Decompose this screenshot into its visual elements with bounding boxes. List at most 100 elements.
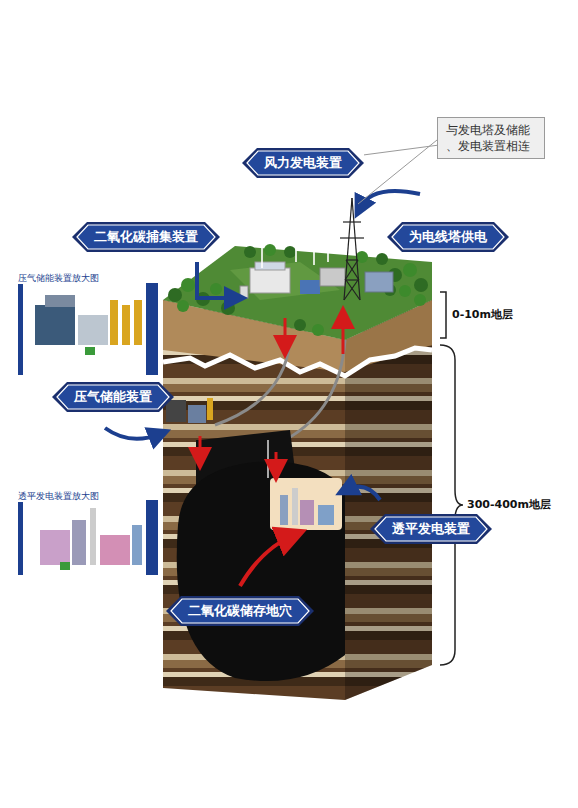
surface-part (221, 301, 235, 315)
wind-turbines-part (296, 206, 308, 213)
surface (163, 244, 432, 340)
label-text: 风力发电装置 (242, 148, 364, 178)
pointer-arrows-part (197, 262, 236, 298)
surface-part (312, 324, 324, 336)
surface-part (210, 283, 222, 295)
leader-lines (358, 140, 437, 204)
surface-part (403, 263, 417, 277)
surface-part (168, 288, 182, 302)
buildings-part (300, 280, 320, 294)
buildings-part (250, 268, 290, 293)
power-tower (340, 198, 364, 300)
ground-block (163, 300, 432, 700)
banner-outer (166, 596, 314, 626)
inset-compressor-part (122, 305, 130, 345)
wind-turbines (250, 192, 340, 268)
inset-compressor-part (18, 283, 23, 375)
bracket (440, 292, 463, 665)
banner-outer (72, 222, 220, 252)
surface-part (264, 244, 276, 256)
inset-turbine-part (40, 530, 70, 565)
inset-compressor-part (85, 347, 95, 355)
buildings (240, 262, 393, 298)
banner-label: 风力发电装置 (242, 148, 364, 178)
power-tower-part (346, 280, 360, 300)
banner-label: 压气储能装置 (52, 382, 174, 412)
inset-turbine-part (146, 500, 158, 575)
flow-arrows (200, 314, 343, 586)
leader-connector (364, 145, 437, 155)
inset-turbine-part (60, 562, 70, 570)
buildings-part (240, 286, 248, 298)
power-tower-part (344, 280, 358, 300)
wind-turbines-part (302, 212, 314, 219)
surface-part (414, 294, 426, 306)
underground-part (285, 340, 345, 440)
inset-turbine-part (72, 520, 86, 565)
buildings-part (255, 262, 285, 270)
pointer-arrows-part (105, 428, 160, 439)
surface-part (284, 246, 296, 258)
power-tower-part (344, 198, 352, 300)
surface-part (177, 300, 189, 312)
label-text: 二氧化碳捕集装置 (72, 222, 220, 252)
pointer-arrows-part (346, 487, 380, 500)
underground (177, 340, 345, 681)
power-tower-part (352, 198, 360, 300)
wind-turbines-part (295, 206, 297, 262)
turbine-device-part (270, 478, 342, 530)
compressor-device-part (188, 405, 206, 423)
pointer-lines-part (262, 181, 266, 198)
power-tower-part (346, 259, 358, 260)
compressor-device-part (207, 398, 213, 420)
underground-part (267, 440, 269, 478)
compressor-device (166, 398, 213, 423)
banner-outer (242, 148, 364, 178)
wind-turbines-part (318, 206, 328, 214)
bracket-part (440, 345, 463, 665)
power-tower-part (345, 260, 358, 280)
inset-turbine-part (18, 500, 23, 575)
wind-turbines-part (250, 214, 262, 221)
power-tower-part (346, 260, 359, 280)
inset-compressor-part (78, 315, 108, 345)
banner-label: 透平发电装置 (370, 514, 492, 544)
pointer-arrows-part (360, 191, 420, 208)
inset-compressor-part (134, 300, 142, 345)
inset-figure: 压气储能装置放大图 (18, 266, 160, 376)
wind-turbines-part (261, 214, 263, 268)
banner-label: 二氧化碳捕集装置 (72, 222, 220, 252)
turbine-device-part (300, 500, 314, 525)
wind-turbines-part (327, 192, 329, 206)
label-text: 与发电塔及储能 、发电装置相连 (446, 122, 536, 154)
surface-part (244, 246, 256, 258)
inset-compressor-part (146, 283, 158, 375)
wind-turbines-part (284, 206, 296, 213)
surface-part (294, 319, 306, 331)
ground-block-part (345, 300, 432, 700)
wind-turbines-part (313, 198, 315, 212)
surface-part (399, 285, 411, 297)
inset-turbine (18, 500, 160, 575)
wind-turbines-part (295, 192, 297, 206)
power-tower-part (340, 237, 364, 238)
turbine-device-part (292, 488, 298, 525)
turbine-device (270, 478, 342, 530)
compressor-device-part (166, 400, 186, 422)
underground-part (177, 462, 345, 682)
buildings-part (365, 272, 393, 292)
inset-turbine-part (18, 500, 160, 575)
label-text: 压气储能装置 (52, 382, 174, 412)
banner-label: 二氧化碳储存地穴 (166, 596, 314, 626)
inset-figure: 透平发电装置放大图 (18, 484, 160, 576)
inset-compressor-part (45, 295, 75, 307)
banner-label: 为电线塔供电 (387, 222, 509, 252)
inset-turbine-part (132, 525, 142, 565)
banner-outer (370, 514, 492, 544)
figure-heading: 透平发电装置放大图 (18, 490, 99, 502)
flow-arrows-part (275, 452, 278, 474)
inset-compressor-part (110, 300, 118, 345)
label-text: 为电线塔供电 (387, 222, 509, 252)
callout-box: 与发电塔及储能 、发电装置相连 (437, 117, 545, 159)
